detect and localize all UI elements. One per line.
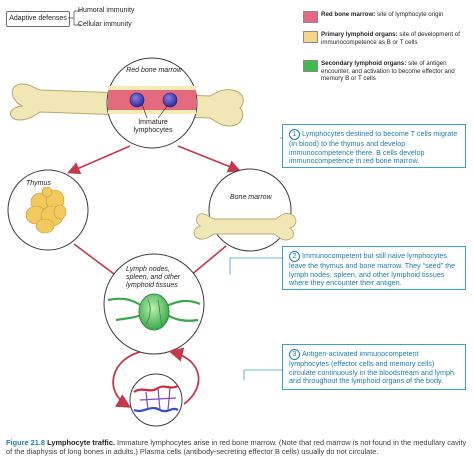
adaptive-branch-connector (68, 10, 81, 26)
adaptive-defenses-box: Adaptive defenses (6, 11, 70, 27)
cellular-immunity-label: Cellular immunity (78, 21, 132, 28)
step-1-text: Lymphocytes destined to become T cells m… (289, 129, 458, 166)
humoral-immunity-label: Humoral immunity (78, 7, 135, 14)
figure-title: Lymphocyte traffic. (47, 438, 115, 447)
bone-marrow-circle (193, 168, 297, 252)
bone-marrow-label: Bone marrow (230, 194, 272, 201)
thymus-label: Thymus (26, 180, 51, 187)
red-bone-marrow-label: Red bone marrow (126, 67, 182, 74)
red-bone-marrow-circle (106, 57, 198, 149)
immature-lymphocytes-label: Immature lymphocytes (133, 119, 173, 134)
legend-swatch-red-marrow (303, 11, 318, 23)
legend-primary-organs: Primary lymphoid organs: site of develop… (321, 31, 460, 46)
arrow-marrow-to-bone-marrow (177, 145, 241, 173)
caption-text: Immature lymphocytes arise in red bone m… (6, 438, 467, 456)
step-2-text: Immunocompetent but still naive lymphocy… (289, 251, 456, 288)
circulation-loop (112, 347, 200, 408)
legend-swatch-primary-organs (303, 31, 318, 43)
lymph-nodes-label: Lymph nodes, spleen, and other lymphoid … (126, 266, 181, 289)
arrow-marrow-to-thymus (67, 145, 131, 175)
figure-number: Figure 21.8 (6, 438, 46, 447)
legend-red-marrow: Red bone marrow: site of lymphocyte orig… (321, 11, 444, 18)
connector-step-2 (229, 257, 282, 275)
step-3-text: Antigen-activated immunocompetent lympho… (289, 349, 455, 386)
capillary-bed-circle (129, 373, 183, 427)
legend-swatch-secondary-organs (303, 60, 318, 72)
thymus-circle (7, 169, 89, 251)
figure-caption: Figure 21.8 Lymphocyte traffic. Immature… (6, 438, 468, 456)
legend-secondary-organs: Secondary lymphoid organs: site of antig… (321, 60, 455, 83)
connector-step-3 (243, 369, 282, 380)
lymph-nodes-circle (103, 253, 205, 355)
